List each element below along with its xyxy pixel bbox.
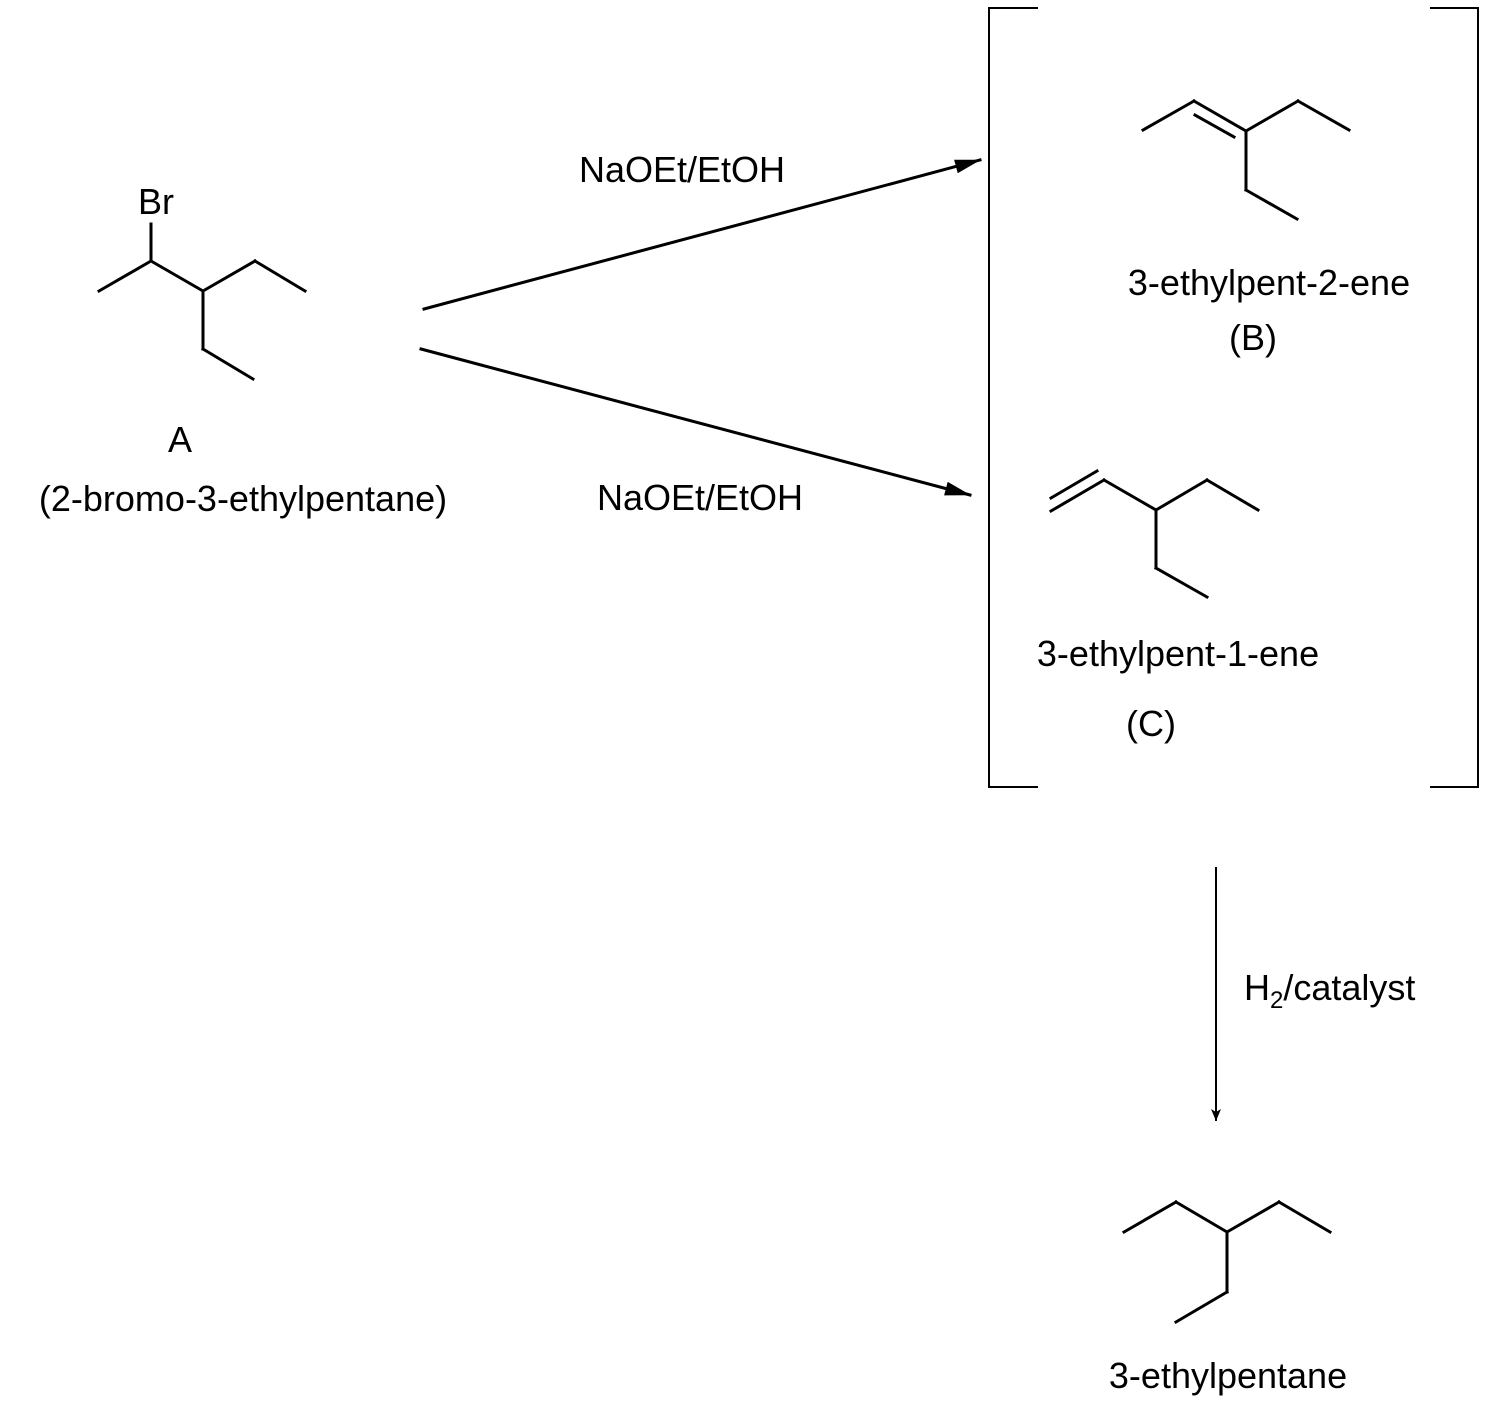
compound-b-letter: (B) [1229,317,1277,358]
product-skeleton [1121,1199,1333,1325]
product-name: 3-ethylpentane [1108,1355,1348,1396]
arrow-to-b [422,158,982,311]
molecule-a-skeleton [96,222,308,382]
compound-a-letter: A [167,419,193,460]
bromine-atom-label: Br [138,181,174,222]
reagent-bottom-label: NaOEt/EtOH [596,477,804,518]
compound-c-name: 3-ethylpent-1-ene [1036,633,1320,674]
compound-b-name: 3-ethylpent-2-ene [1127,262,1411,303]
compound-a-name: (2-bromo-3-ethylpentane) [38,478,448,519]
hydrogen-subscript: 2 [1270,987,1284,1014]
arrow-to-c [419,347,972,497]
catalyst-text: /catalyst [1283,967,1416,1008]
product-bracket-right [1430,7,1479,788]
molecule-b-skeleton [1140,98,1352,222]
molecule-c-skeleton [1048,468,1261,600]
compound-c-letter: (C) [1126,703,1176,744]
product-bracket-left [988,7,1038,788]
hydrogen-symbol: H [1244,967,1270,1008]
reagent-top-label: NaOEt/EtOH [578,149,786,190]
hydrogenation-reagent: H2/catalyst [1244,967,1416,1013]
